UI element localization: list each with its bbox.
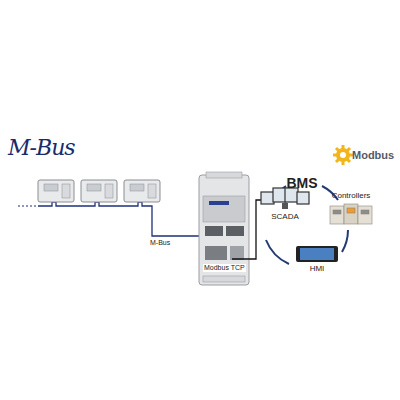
gateway-device bbox=[199, 172, 249, 285]
modbus-logo: Modbus bbox=[352, 149, 394, 161]
modbus-gear bbox=[333, 145, 353, 165]
scada-node: SCADA bbox=[258, 186, 312, 221]
meter-chain bbox=[18, 202, 213, 236]
wire-label: Modbus TCP bbox=[203, 264, 246, 272]
node-label: SCADA bbox=[258, 212, 312, 221]
controller-device bbox=[328, 200, 374, 226]
node-label: HMI bbox=[292, 264, 342, 273]
node-label: Controllers bbox=[326, 191, 376, 200]
hmi-panel bbox=[294, 244, 340, 264]
wire-label: M-Bus bbox=[149, 239, 171, 247]
mbus-logo: M-Bus bbox=[8, 136, 75, 160]
hmi-node: HMI bbox=[292, 244, 342, 273]
bms-title: BMS bbox=[286, 176, 317, 191]
modbus-wire bbox=[232, 200, 262, 259]
meter-devices bbox=[38, 180, 160, 202]
controllers-node: Controllers bbox=[326, 191, 376, 226]
